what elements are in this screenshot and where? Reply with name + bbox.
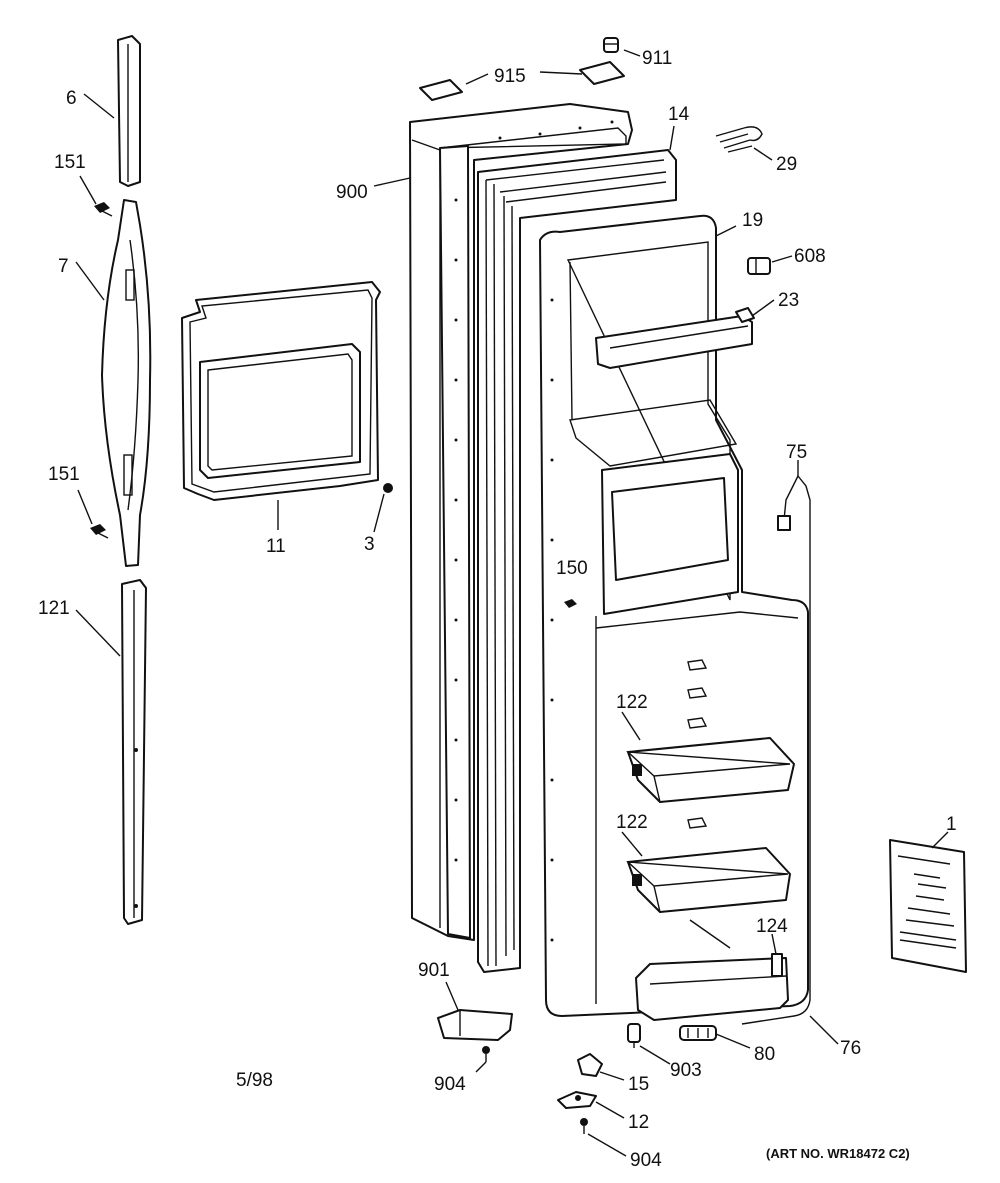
part-904-screw-lower bbox=[580, 1118, 588, 1134]
callout-7: 7 bbox=[58, 256, 69, 277]
part-151-screw-upper bbox=[94, 202, 113, 217]
callout-14: 14 bbox=[668, 104, 690, 125]
callout-911: 911 bbox=[642, 48, 672, 69]
callout-124: 124 bbox=[756, 916, 788, 937]
part-150-screw bbox=[564, 599, 577, 608]
part-12-hinge-pin bbox=[557, 1091, 597, 1109]
part-121-trim-strip bbox=[121, 579, 147, 925]
callout-75: 75 bbox=[786, 442, 807, 463]
callout-1: 1 bbox=[946, 814, 957, 835]
callout-122-upper: 122 bbox=[616, 692, 648, 713]
part-29-wire-clips bbox=[715, 126, 763, 153]
callout-19: 19 bbox=[742, 210, 763, 231]
callout-151-lower: 151 bbox=[48, 464, 80, 485]
part-3-nut bbox=[383, 483, 393, 493]
callout-122-lower: 122 bbox=[616, 812, 648, 833]
part-6-handle-cap bbox=[117, 35, 141, 187]
callout-915: 915 bbox=[494, 66, 526, 87]
part-14-gasket bbox=[477, 149, 677, 973]
part-915-hinge-shims bbox=[419, 61, 625, 101]
part-151-screw-lower bbox=[90, 524, 109, 539]
callout-15: 15 bbox=[628, 1074, 649, 1095]
part-19-door-liner bbox=[539, 214, 809, 1017]
callout-903: 903 bbox=[670, 1060, 702, 1081]
callout-608: 608 bbox=[794, 246, 826, 267]
part-122-door-bin-upper bbox=[626, 737, 795, 803]
part-911-bushing bbox=[603, 37, 619, 53]
part-122-door-bin-lower bbox=[626, 847, 791, 913]
callout-904-lower: 904 bbox=[630, 1150, 662, 1171]
part-124-bottom-bin bbox=[635, 953, 789, 1021]
manual-text-lines bbox=[897, 855, 957, 949]
part-901-hinge-cover bbox=[437, 1009, 513, 1041]
callout-901: 901 bbox=[418, 960, 450, 981]
callout-121: 121 bbox=[38, 598, 70, 619]
part-23-dispenser-shelf bbox=[595, 307, 755, 369]
art-number: (ART NO. WR18472 C2) bbox=[766, 1146, 910, 1161]
part-903-grommet bbox=[627, 1023, 641, 1048]
shelf-retainer-tabs bbox=[687, 659, 708, 829]
part-1-mini-manual bbox=[889, 839, 967, 973]
callout-80: 80 bbox=[754, 1044, 775, 1065]
callout-900: 900 bbox=[336, 182, 368, 203]
callout-29: 29 bbox=[776, 154, 797, 175]
part-15-hinge-bushing bbox=[577, 1053, 603, 1077]
callout-labels: 6 151 7 151 121 11 3 900 915 911 14 29 1… bbox=[38, 48, 957, 1171]
part-608-module bbox=[747, 257, 771, 275]
callout-76: 76 bbox=[840, 1038, 861, 1059]
part-900-outer-door bbox=[409, 103, 633, 941]
part-7-door-handle bbox=[101, 199, 152, 567]
part-900-rivets bbox=[454, 120, 614, 862]
callout-3: 3 bbox=[364, 534, 375, 555]
callout-904-upper: 904 bbox=[434, 1074, 466, 1095]
part-19-rivets bbox=[550, 298, 554, 942]
callout-6: 6 bbox=[66, 88, 77, 109]
date-code: 5/98 bbox=[236, 1070, 273, 1091]
part-11-door-panel bbox=[181, 281, 381, 501]
part-75-wire-harness bbox=[741, 475, 811, 1025]
part-80-connector bbox=[679, 1025, 717, 1041]
part-904-screw-upper bbox=[482, 1046, 490, 1062]
callout-150: 150 bbox=[556, 558, 588, 579]
callout-11: 11 bbox=[266, 536, 286, 557]
callout-12: 12 bbox=[628, 1112, 649, 1133]
callout-151-upper: 151 bbox=[54, 152, 86, 173]
callout-23: 23 bbox=[778, 290, 799, 311]
leader-lines bbox=[75, 49, 949, 1157]
